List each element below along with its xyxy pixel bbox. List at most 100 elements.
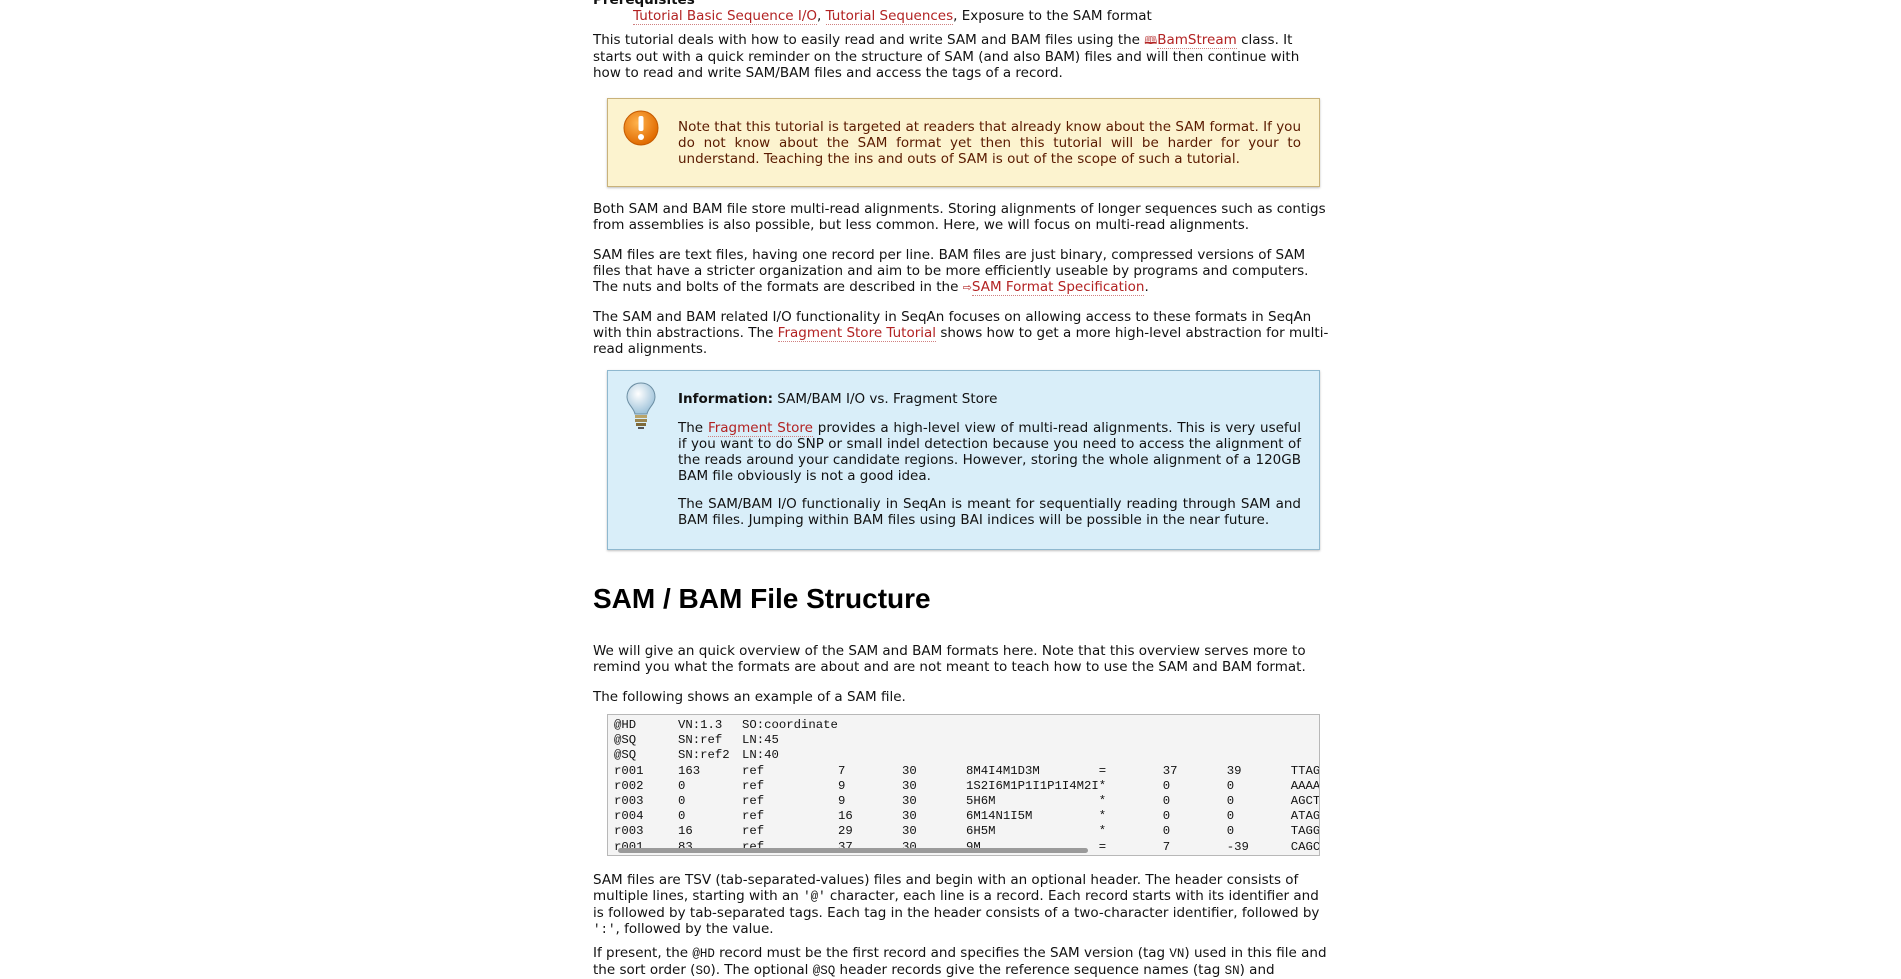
sam-field bbox=[1227, 718, 1291, 733]
sam-field: 7 bbox=[1162, 839, 1171, 854]
sam-field: 0 bbox=[1162, 794, 1171, 809]
sam-field: SN:ref2 bbox=[678, 748, 730, 763]
paragraph-overview: We will give an quick overview of the SA… bbox=[593, 643, 1306, 675]
prereq-rest: , Exposure to the SAM format bbox=[953, 8, 1152, 24]
link-fragment-store[interactable]: Fragment Store bbox=[707, 420, 813, 437]
sam-field: 30 bbox=[901, 778, 917, 793]
link-fragment-store-tutorial[interactable]: Fragment Store Tutorial bbox=[777, 325, 937, 342]
sam-field: ref bbox=[742, 794, 765, 809]
sam-field: 0 bbox=[1226, 794, 1235, 809]
sam-field bbox=[1227, 733, 1291, 748]
sam-field: * bbox=[1098, 824, 1107, 839]
sam-field: * bbox=[1098, 794, 1107, 809]
paragraph-tsv: SAM files are TSV (tab-separated-values)… bbox=[593, 872, 1320, 937]
sam-field bbox=[1163, 733, 1227, 748]
sam-field bbox=[1163, 718, 1227, 733]
sam-field: 9 bbox=[837, 778, 846, 793]
sam-field: * bbox=[1098, 809, 1107, 824]
sam-field: SO:coordinate bbox=[742, 718, 838, 732]
link-tutorial-sequences[interactable]: Tutorial Sequences bbox=[825, 8, 954, 25]
paragraph-example-intro: The following shows an example of a SAM … bbox=[593, 689, 906, 705]
book-icon: 🕮 bbox=[1144, 34, 1158, 47]
code-vn: VN bbox=[1169, 947, 1185, 961]
sam-field: AAAAGATAA bbox=[1290, 778, 1320, 793]
sam-field: 16 bbox=[678, 824, 693, 839]
sam-field: 37 bbox=[1162, 763, 1178, 778]
sam-field: LN:45 bbox=[742, 733, 779, 748]
sam-field: 0 bbox=[678, 778, 686, 793]
warning-text: Note that this tutorial is targeted at r… bbox=[678, 119, 1301, 167]
sam-field: TAGGC bbox=[1290, 824, 1320, 839]
sam-record-row: @SQ SN:ref2 LN:40 bbox=[614, 748, 1319, 763]
sam-field: ref bbox=[742, 763, 765, 778]
information-title: SAM/BAM I/O vs. Fragment Store bbox=[772, 391, 998, 407]
sam-field: 9 bbox=[837, 794, 846, 809]
code-colon-char: ':' bbox=[593, 923, 616, 937]
sam-field: r002 bbox=[614, 778, 644, 793]
information-box: Information: SAM/BAM I/O vs. Fragment St… bbox=[607, 370, 1320, 550]
sam-field bbox=[838, 733, 902, 748]
link-bamstream[interactable]: BamStream bbox=[1157, 32, 1237, 49]
sam-field: r003 bbox=[614, 824, 644, 839]
sam-field: 30 bbox=[901, 824, 917, 839]
exclamation-icon bbox=[622, 109, 660, 151]
prerequisites-heading: Prerequisites bbox=[593, 0, 695, 8]
sam-field: @SQ bbox=[614, 748, 637, 763]
sam-field bbox=[838, 748, 902, 763]
link-tutorial-basic-sequence-io[interactable]: Tutorial Basic Sequence I/O bbox=[633, 8, 817, 25]
sam-field bbox=[902, 733, 966, 748]
sam-field: 163 bbox=[678, 763, 701, 778]
sam-field: ref bbox=[742, 809, 765, 824]
sam-field bbox=[1291, 733, 1319, 748]
sam-field: 7 bbox=[837, 763, 846, 778]
warning-box: Note that this tutorial is targeted at r… bbox=[607, 98, 1320, 187]
sam-field: ref bbox=[742, 778, 765, 793]
sam-field: 30 bbox=[901, 809, 917, 824]
link-sam-format-specification[interactable]: SAM Format Specification bbox=[971, 279, 1145, 296]
sam-field: AGCTAA bbox=[1290, 794, 1320, 809]
information-paragraph-1: The Fragment Store provides a high-level… bbox=[678, 420, 1301, 484]
sam-field: 0 bbox=[1226, 809, 1235, 824]
sam-field: = bbox=[1098, 763, 1107, 778]
sam-field: 29 bbox=[837, 824, 853, 839]
sam-field: LN:40 bbox=[742, 748, 779, 763]
code-sq: @SQ bbox=[812, 964, 836, 978]
sam-field: 0 bbox=[678, 809, 686, 824]
sam-field: 0 bbox=[1162, 778, 1171, 793]
paragraph-seqan-io: The SAM and BAM related I/O functionalit… bbox=[593, 309, 1329, 357]
sam-field: CAGCGCCAT bbox=[1290, 839, 1320, 854]
section-title: SAM / BAM File Structure bbox=[593, 583, 931, 614]
sam-field bbox=[1291, 748, 1319, 763]
prerequisites-list: Tutorial Basic Sequence I/O, Tutorial Se… bbox=[633, 8, 1152, 25]
sam-field: 30 bbox=[901, 763, 917, 778]
sam-field bbox=[902, 748, 966, 763]
sam-field bbox=[1163, 748, 1227, 763]
sam-field bbox=[1099, 748, 1163, 763]
sam-field bbox=[966, 718, 1099, 733]
sam-field: ATAGCTCT bbox=[1290, 809, 1320, 824]
sam-field: 5H6M bbox=[965, 794, 996, 809]
lightbulb-icon bbox=[624, 381, 658, 435]
sam-field: r004 bbox=[614, 809, 644, 824]
sam-field bbox=[1291, 718, 1319, 733]
paragraph-sam-bam-files: SAM files are text files, having one rec… bbox=[593, 247, 1309, 296]
horizontal-scrollbar[interactable] bbox=[618, 848, 1088, 853]
code-so: SO bbox=[695, 964, 711, 978]
paragraph-hd-record: If present, the @HD record must be the f… bbox=[593, 945, 1327, 978]
sam-field: r001 bbox=[614, 763, 644, 778]
sam-field: ref bbox=[742, 824, 765, 839]
sam-field bbox=[966, 733, 1099, 748]
intro-paragraph: This tutorial deals with how to easily r… bbox=[593, 32, 1300, 81]
external-link-icon: ⇨ bbox=[962, 281, 972, 294]
code-sn: SN bbox=[1224, 964, 1240, 978]
sam-field: 6H5M bbox=[965, 824, 996, 839]
sam-field: 16 bbox=[837, 809, 853, 824]
sam-field bbox=[902, 718, 966, 733]
sam-field: -39 bbox=[1226, 839, 1249, 854]
sam-field bbox=[1099, 733, 1163, 748]
